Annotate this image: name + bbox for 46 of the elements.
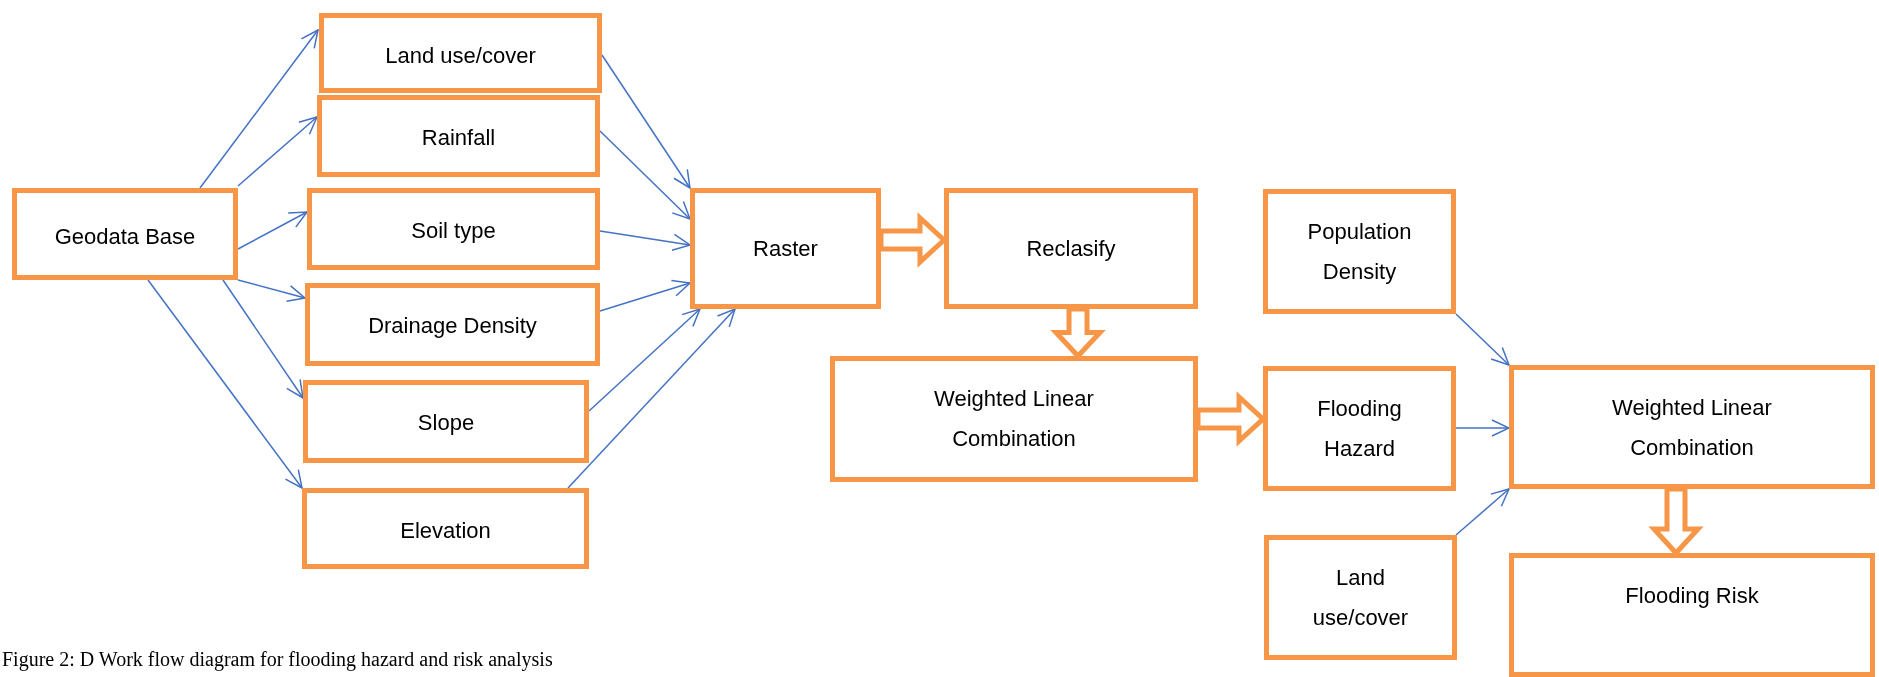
process-box [1509,365,1875,489]
process-box [317,95,600,177]
arrow [567,308,736,489]
box-label: Flooding Risk [1625,582,1759,610]
arrow [237,279,306,303]
arrow [599,230,691,252]
process-box [830,356,1198,482]
arrow [222,279,304,399]
process-box [319,13,602,93]
box-label: Soil type [411,217,496,245]
process-box [1264,535,1457,660]
arrow [1455,419,1510,437]
box-label: Rainfall [421,124,496,152]
arrow [599,279,691,312]
process-box [1509,553,1875,677]
box-label: Elevation [400,517,491,545]
arrow [1455,488,1510,536]
box-label: Reclasify [1026,235,1116,263]
process-box [302,488,589,569]
arrow [237,211,308,250]
figure-caption: Figure 2: D Work flow diagram for flooding hazard and risk analysis [2,647,553,672]
process-box [1263,189,1456,314]
box-label: Geodata Base [54,223,196,251]
box-label: Population Density [1306,218,1413,286]
box-label: Weighted Linear Combination [1611,394,1773,462]
arrow [599,130,691,220]
box-label: Flooding Hazard [1316,395,1403,463]
box-label: Slope [417,409,475,437]
process-box [307,188,600,270]
arrow [1455,313,1510,366]
box-label: Raster [753,235,818,263]
process-box [690,188,881,309]
box-label: Land use/cover [385,42,536,70]
process-box [944,188,1198,309]
arrow [199,29,319,189]
box-label: Land use/cover [1311,564,1410,632]
arrow [237,116,318,187]
process-box [12,188,238,280]
arrow [601,54,691,189]
box-label: Drainage Density [368,312,537,340]
arrow [147,279,303,489]
process-box [305,283,600,366]
box-label: Weighted Linear Combination [933,385,1095,453]
arrow [588,308,701,412]
process-box [303,380,589,463]
process-box [1263,366,1456,491]
